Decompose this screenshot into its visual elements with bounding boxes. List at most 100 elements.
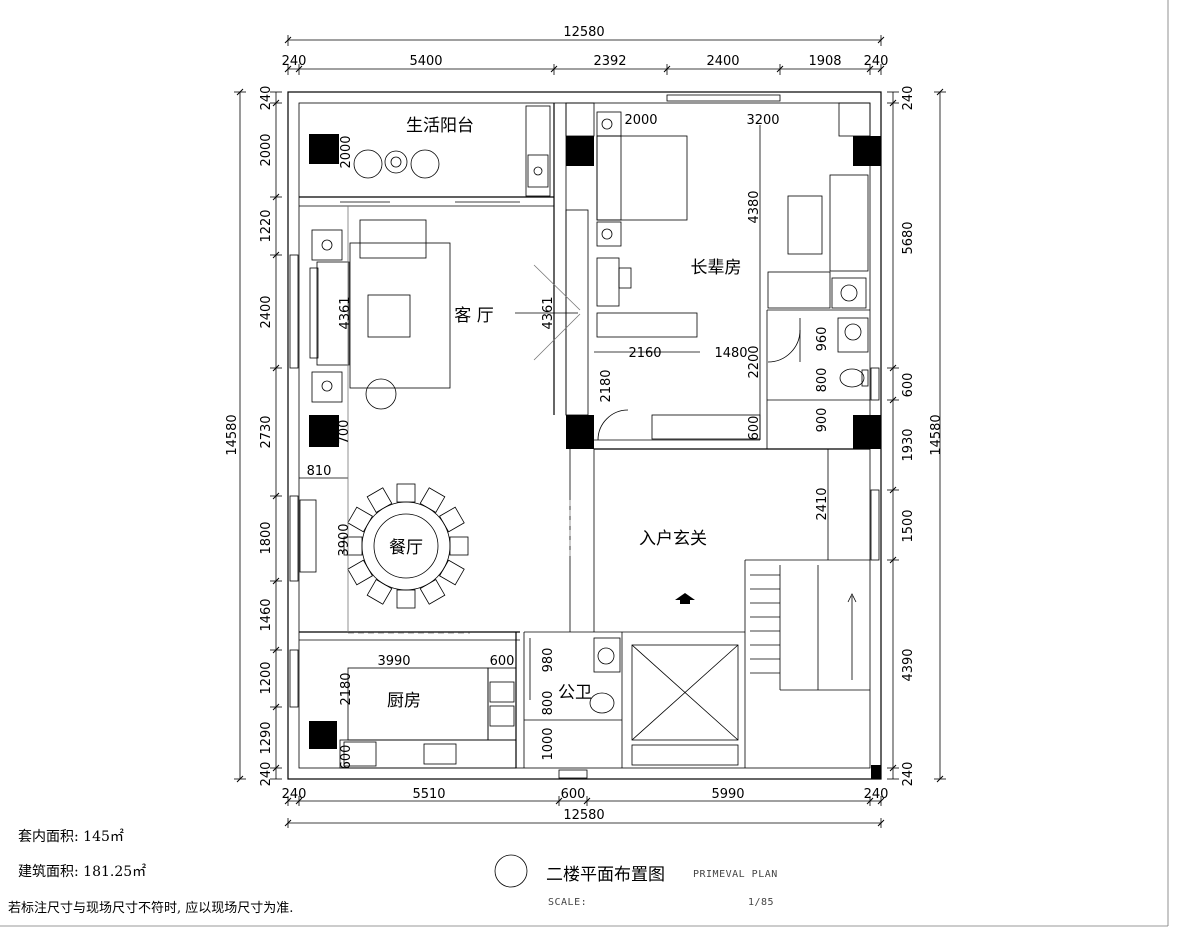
dim-dining-offset: 810 bbox=[307, 464, 332, 479]
room-label-public-bath: 公卫 bbox=[558, 683, 592, 703]
top-dim-3: 2400 bbox=[706, 54, 739, 69]
dining-chair bbox=[347, 559, 373, 586]
living-room-furniture bbox=[309, 219, 581, 410]
drawing-subtitle: PRIMEVAL PLAN bbox=[693, 869, 778, 880]
left-dim-7: 1200 bbox=[259, 661, 274, 694]
dim-balcony-depth: 2000 bbox=[339, 135, 354, 168]
left-dim-2: 1220 bbox=[259, 209, 274, 242]
structural-columns bbox=[309, 134, 881, 779]
dining-chair bbox=[449, 536, 469, 556]
dim-wall-700: 700 bbox=[337, 420, 352, 445]
left-dim-4: 2730 bbox=[259, 415, 274, 448]
dim-bedroom-w1: 2000 bbox=[624, 113, 657, 128]
dim-bath-sink: 960 bbox=[815, 327, 830, 352]
dim-pub-shower: 1000 bbox=[541, 727, 556, 760]
dim-living-right: 4361 bbox=[541, 296, 556, 329]
bottom-dim-3: 5990 bbox=[711, 787, 744, 802]
bedroom-furniture bbox=[565, 102, 871, 441]
kitchen-fixtures bbox=[339, 667, 517, 769]
room-label-dining: 餐厅 bbox=[389, 538, 423, 558]
dining-chair bbox=[439, 506, 465, 533]
room-label-living: 客 厅 bbox=[454, 306, 493, 326]
dim-corridor: 2180 bbox=[599, 369, 614, 402]
bottom-dim-0: 240 bbox=[282, 787, 307, 802]
top-dim-2: 2392 bbox=[593, 54, 626, 69]
dimension-note: 若标注尺寸与现场尺寸不符时, 应以现场尺寸为准. bbox=[8, 901, 294, 916]
dining-furniture bbox=[299, 206, 469, 632]
top-dim-0: 240 bbox=[282, 54, 307, 69]
room-label-balcony: 生活阳台 bbox=[406, 116, 474, 136]
left-dim-8: 1290 bbox=[259, 721, 274, 754]
dim-kitchen-counter: 600 bbox=[490, 654, 515, 669]
ensuite-bath-fixtures bbox=[767, 317, 869, 388]
right-dim-0: 240 bbox=[901, 86, 916, 111]
top-dimension-chain: 12580 240 5400 2392 2400 1908 240 bbox=[282, 25, 889, 75]
dim-bedroom-w2: 3200 bbox=[746, 113, 779, 128]
dining-chair bbox=[419, 579, 446, 605]
dim-entry-depth: 2410 bbox=[815, 487, 830, 520]
entry-arrow-icon bbox=[675, 593, 695, 604]
dim-wardrobe-low: 600 bbox=[747, 416, 762, 441]
dim-bath-h: 2200 bbox=[747, 345, 762, 378]
dim-living-left: 4361 bbox=[338, 296, 353, 329]
right-dim-5: 4390 bbox=[901, 648, 916, 681]
balcony-furniture bbox=[353, 105, 551, 197]
top-total-dim: 12580 bbox=[563, 25, 604, 40]
left-dim-5: 1800 bbox=[259, 521, 274, 554]
bottom-dim-1: 5510 bbox=[412, 787, 445, 802]
dining-chair bbox=[343, 536, 363, 556]
room-label-entrance: 入户玄关 bbox=[639, 529, 707, 549]
right-dim-1: 5680 bbox=[901, 221, 916, 254]
bottom-total-dim: 12580 bbox=[563, 808, 604, 823]
dim-wardrobe-w: 2160 bbox=[628, 346, 661, 361]
bottom-dimension-chain: 240 5510 600 5990 240 12580 bbox=[282, 787, 889, 828]
dining-chair bbox=[366, 487, 393, 513]
public-bath-fixtures bbox=[529, 637, 621, 714]
room-label-kitchen: 厨房 bbox=[387, 691, 421, 711]
left-dim-9: 240 bbox=[259, 762, 274, 787]
dining-chair bbox=[419, 487, 446, 513]
dim-pub-sink: 980 bbox=[541, 648, 556, 673]
scale-value: 1/85 bbox=[748, 897, 775, 908]
drawing-title: 二楼平面布置图 bbox=[546, 865, 665, 885]
top-dim-4: 1908 bbox=[808, 54, 841, 69]
bottom-dim-4: 240 bbox=[864, 787, 889, 802]
title-circle bbox=[494, 854, 528, 888]
right-dim-6: 240 bbox=[901, 762, 916, 787]
left-dim-0: 240 bbox=[259, 86, 274, 111]
bottom-dim-2: 600 bbox=[561, 787, 586, 802]
dining-chair bbox=[347, 506, 373, 533]
building-area-text: 建筑面积: 181.25㎡ bbox=[18, 864, 147, 880]
right-total-dim: 14580 bbox=[929, 414, 944, 455]
dining-chair bbox=[396, 483, 416, 503]
top-dim-5: 240 bbox=[864, 54, 889, 69]
scale-label: SCALE: bbox=[548, 897, 588, 908]
left-dimension-chain: 14580 240 2000 1220 2400 2730 1800 1460 … bbox=[225, 86, 282, 787]
dim-wardrobe-w2: 1480 bbox=[714, 346, 747, 361]
right-dim-4: 1500 bbox=[901, 509, 916, 542]
left-dim-1: 2000 bbox=[259, 133, 274, 166]
dining-chair bbox=[439, 559, 465, 586]
dim-kitchen-depth: 2180 bbox=[339, 672, 354, 705]
dining-chair bbox=[366, 579, 393, 605]
dim-pub-wc: 800 bbox=[541, 691, 556, 716]
dim-bath-wc: 800 bbox=[815, 368, 830, 393]
right-dim-2: 600 bbox=[901, 373, 916, 398]
dim-bedroom-depth: 4380 bbox=[747, 190, 762, 223]
top-dim-1: 5400 bbox=[409, 54, 442, 69]
dining-chair bbox=[396, 589, 416, 609]
left-dim-3: 2400 bbox=[259, 295, 274, 328]
dim-kitchen-low: 600 bbox=[339, 745, 354, 770]
right-dimension-chain: 240 5680 600 1930 1500 4390 240 14580 bbox=[887, 86, 946, 787]
dim-kitchen-w: 3990 bbox=[377, 654, 410, 669]
dim-dining-depth: 3900 bbox=[337, 523, 352, 556]
room-label-elder-bedroom: 长辈房 bbox=[691, 258, 742, 278]
left-total-dim: 14580 bbox=[225, 414, 240, 455]
right-dim-3: 1930 bbox=[901, 428, 916, 461]
stairs bbox=[631, 449, 870, 766]
inner-area-text: 套内面积: 145㎡ bbox=[18, 829, 124, 845]
interior-walls bbox=[299, 103, 870, 768]
left-dim-6: 1460 bbox=[259, 598, 274, 631]
dim-bath-shower: 900 bbox=[815, 408, 830, 433]
